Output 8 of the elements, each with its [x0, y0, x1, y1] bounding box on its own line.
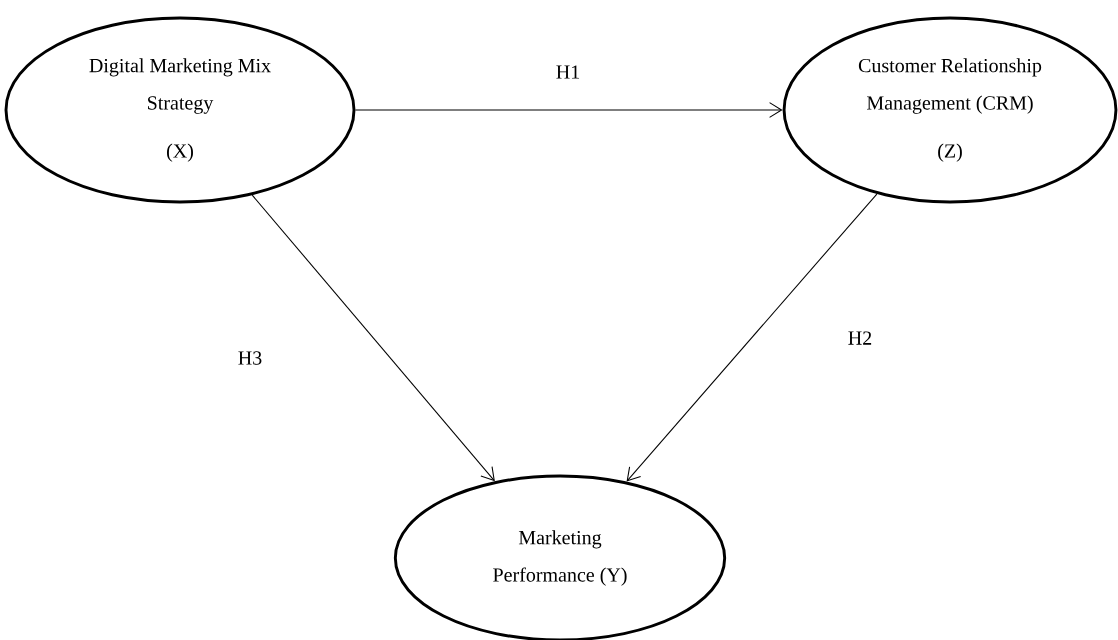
ellipse-node: Customer Relationship Management (CRM) (Z) — [782, 16, 1118, 204]
edge-label: H3 — [236, 349, 264, 367]
ellipse-node: Digital Marketing Mix Strategy (X) — [4, 16, 356, 204]
arrow — [251, 194, 495, 482]
edge-label: H1 — [554, 64, 582, 80]
arrow — [354, 102, 783, 118]
arrow — [626, 193, 878, 482]
edge-label: H2 — [846, 330, 874, 346]
